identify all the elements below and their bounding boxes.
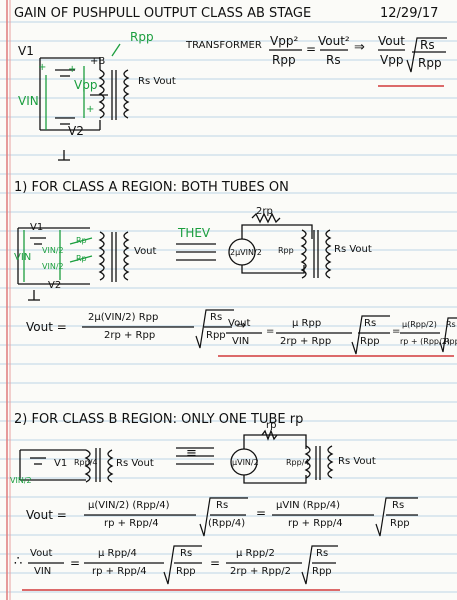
sec2-eq2-root-num2: Rs <box>316 548 329 559</box>
sec1-v1-label: V1 <box>30 222 44 233</box>
sec1-vout-label: Vout <box>134 246 157 257</box>
sec1-rs-vout-label: Rs Vout <box>334 244 372 255</box>
sec1-eq2-num: μ Rpp <box>292 318 322 329</box>
sec1-eq2-eq-b: = <box>392 326 401 337</box>
sec1-eq1-root-num: Rs <box>210 312 223 323</box>
top-eq-mid-num: Vout² <box>318 34 350 48</box>
sec2-eq2-therefore: ∴ <box>14 554 23 569</box>
thev-label: THEV <box>178 226 211 240</box>
top-plus-b-label: +B <box>90 56 106 67</box>
top-eq-arrow: ⇒ <box>354 40 365 55</box>
sec1-eq1-arrow: ⇒ <box>236 318 247 332</box>
sec1-rpp-label: Rpp <box>278 246 294 255</box>
sec2-rpp4-label: Rpp/4 <box>74 458 98 467</box>
sec1-eq2-num2: μ(Rpp/2) <box>402 320 437 329</box>
top-eq-root-num: Rs <box>420 38 435 52</box>
sec2-circuit <box>19 429 334 484</box>
sec1-eq2-root-num2: Rs <box>446 320 456 329</box>
sec2-eq1-root-num: Rs <box>216 500 229 511</box>
top-eq-mid-den: Rs <box>326 53 341 67</box>
sec2-eq1-den: rp + Rpp/4 <box>104 518 159 529</box>
sec2-heading: 2) FOR CLASS B REGION: ONLY ONE TUBE rp <box>14 412 304 427</box>
top-eq-lhs-num: Vpp² <box>270 34 299 48</box>
sec2-eq1-root-num2: Rs <box>392 500 405 511</box>
top-eq-res-num: Vout <box>378 34 405 48</box>
sec2-source-label: μVIN/2 <box>232 458 259 467</box>
top-plus-2: + <box>68 64 77 75</box>
sec1-eq1-root-den: Rpp <box>206 330 226 341</box>
sec1-rp-b: Rp <box>76 254 87 263</box>
top-rs-vout-label: Rs Vout <box>138 76 176 87</box>
sec1-eq2-eq-a: = <box>266 326 275 337</box>
sec1-source-label: 2μVIN/2 <box>230 248 262 257</box>
sec2-eq1-lhs: Vout = <box>26 508 67 522</box>
top-eq-root-den: Rpp <box>418 56 442 70</box>
sec2-eq2-num: μ Rpp/4 <box>98 548 137 559</box>
sec2-eq2-root-den2: Rpp <box>312 566 332 577</box>
sec1-v2-label: V2 <box>48 280 62 291</box>
top-rpp-label: Rpp <box>130 30 154 44</box>
top-eq-lhs-den: Rpp <box>272 53 296 67</box>
sec1-eq1-num: 2μ(VIN/2) Rpp <box>88 312 159 323</box>
sec1-vin-half-b: VIN/2 <box>42 262 64 271</box>
top-plus-3: + <box>86 104 95 115</box>
sec1-2rp-label: 2rp <box>256 206 273 217</box>
sec1-eq2-den: 2rp + Rpp <box>280 336 332 347</box>
top-v2-label: V2 <box>68 124 84 138</box>
sec1-eq1-lhs: Vout = <box>26 320 67 334</box>
sec1-vin-label: VIN <box>14 252 32 263</box>
top-vin-label: VIN <box>18 94 39 108</box>
sec2-eq1-den2: rp + Rpp/4 <box>288 518 343 529</box>
top-eq-eq: = <box>306 42 317 56</box>
transformer-label: TRANSFORMER <box>186 40 262 51</box>
sec2-rpp4b-label: Rpp/4 <box>286 458 310 467</box>
sec2-eq2-lhs-num: Vout <box>30 548 53 559</box>
sec2-vin-half: VIN/2 <box>10 476 32 485</box>
sec1-vin-half-a: VIN/2 <box>42 246 64 255</box>
sec2-rs-vout-label: Rs Vout <box>116 458 154 469</box>
sec2-eq-bars <box>28 497 418 585</box>
sec2-rp-label: rp <box>266 420 277 431</box>
sec2-v1-label: V1 <box>54 458 68 469</box>
sec2-eq2-eq-b: = <box>210 556 221 570</box>
sec1-eq-bars <box>82 309 457 355</box>
sec2-eq1-root-den2: Rpp <box>390 518 410 529</box>
sec2-eq2-root-den: Rpp <box>176 566 196 577</box>
top-circuit-green <box>45 43 121 130</box>
top-vpp-label: Vpp <box>74 78 98 92</box>
sec1-eq2-den2: rp + (Rpp/2) <box>400 337 450 346</box>
top-v1-label: V1 <box>18 44 34 58</box>
sec2-eq2-den: rp + Rpp/4 <box>92 566 147 577</box>
sec2-eq2-eq-a: = <box>70 556 81 570</box>
sec1-eq2-lhs-num: Vout <box>228 318 251 329</box>
page-title: GAIN OF PUSHPULL OUTPUT CLASS AB STAGE <box>14 6 312 21</box>
sec2-eq2-lhs-den: VIN <box>34 566 52 577</box>
sec1-eq2-root-den2: Rpp <box>444 337 457 346</box>
sec2-eq1-num2: μVIN (Rpp/4) <box>276 500 340 511</box>
page-date: 12/29/17 <box>380 6 439 21</box>
sec1-eq2-root-den: Rpp <box>360 336 380 347</box>
top-eq-res-den: Vpp <box>380 53 404 67</box>
sec1-eq2-lhs-den: VIN <box>232 336 250 347</box>
sec1-heading: 1) FOR CLASS A REGION: BOTH TUBES ON <box>14 180 289 195</box>
sec2-eq1-eq: = <box>256 506 267 520</box>
sec1-eq1-den: 2rp + Rpp <box>104 330 156 341</box>
top-eq-bars <box>269 37 447 73</box>
sec2-eq1-root-den: (Rpp/4) <box>208 518 246 529</box>
top-circuit <box>39 57 130 161</box>
sec2-eq2-den2: 2rp + Rpp/2 <box>230 566 291 577</box>
sec2-eq2-num2: μ Rpp/2 <box>236 548 275 559</box>
sec2-equiv: ≡ <box>186 446 197 461</box>
sec1-circuit-green <box>23 230 93 282</box>
sec2-eq1-num: μ(VIN/2) (Rpp/4) <box>88 500 170 511</box>
sec1-rp-a: Rp <box>76 236 87 245</box>
sec2-eq2-root-num: Rs <box>180 548 193 559</box>
sec1-eq2-root-num: Rs <box>364 318 377 329</box>
sec1-circuit <box>17 212 332 301</box>
top-plus-1: + <box>38 62 47 73</box>
ruled-lines <box>0 21 457 593</box>
sec2-rs-vout-b-label: Rs Vout <box>338 456 376 467</box>
